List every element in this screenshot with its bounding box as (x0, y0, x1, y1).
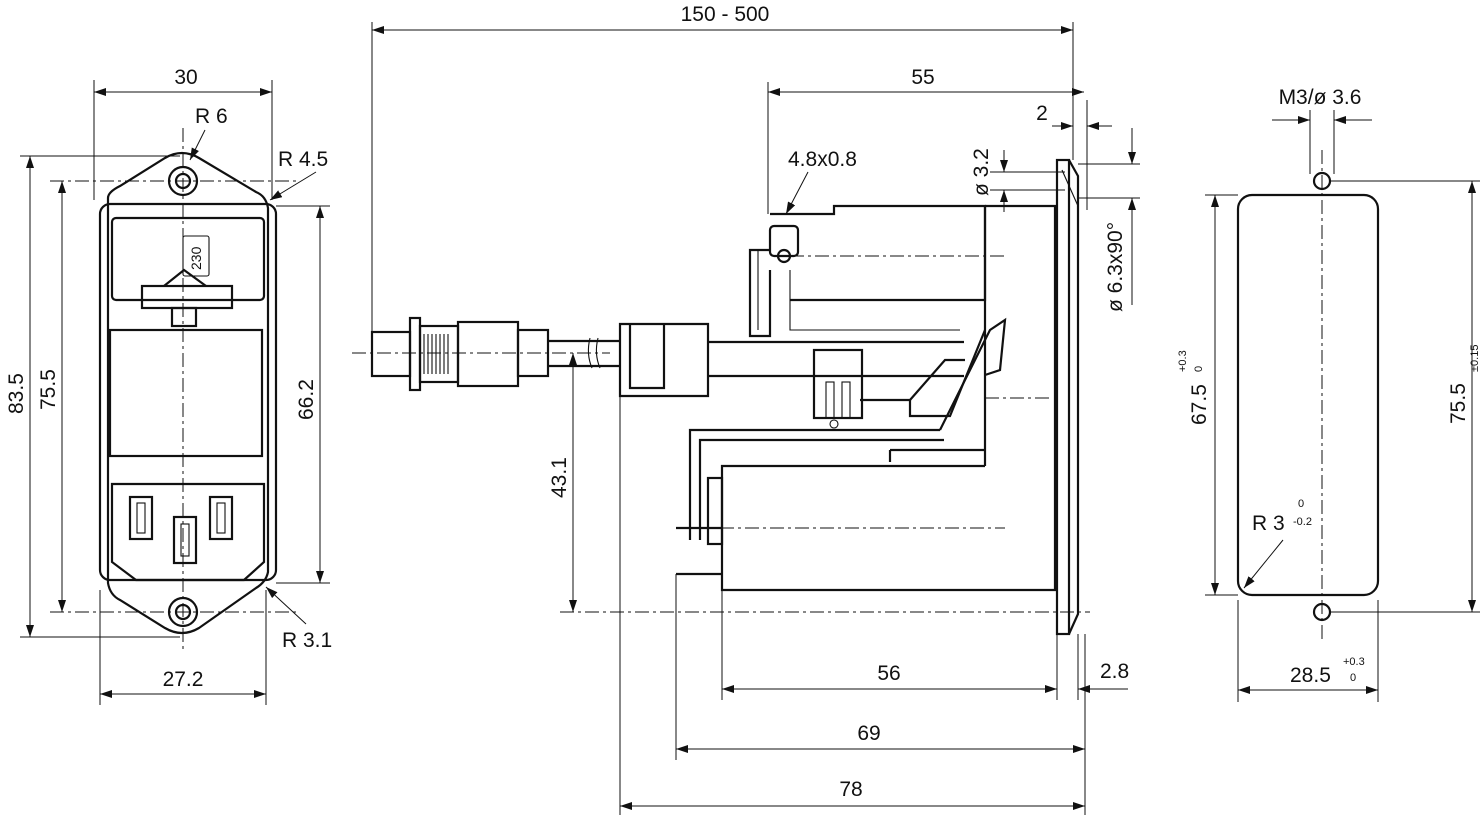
dim-cutout-height-tol-lower: 0 (1193, 366, 1205, 372)
dim-r45: R 4.5 (278, 148, 328, 171)
dim-r6: R 6 (195, 105, 228, 128)
cable-plug (370, 330, 412, 378)
dim-thick-28: 2.8 (1100, 660, 1129, 683)
dim-cutout-radius: R 3 (1252, 512, 1285, 535)
dim-r31: R 3.1 (282, 629, 332, 652)
front-view: 230 30 R 6 R 4.5 R 3.1 83.5 (5, 66, 332, 705)
dim-cutout-width: 28.5 (1290, 664, 1331, 687)
iec-inlet (110, 482, 266, 582)
dim-depth-56: 56 (877, 662, 900, 685)
dim-tab-size: 4.8x0.8 (788, 148, 857, 171)
panel-flange (1055, 158, 1071, 636)
dim-flange-2: 2 (1036, 102, 1048, 125)
dim-cutout-thread: M3/ø 3.6 (1279, 86, 1362, 109)
housing-connector (618, 322, 710, 398)
dim-cutout-radius-tol-upper: 0 (1298, 498, 1304, 510)
dim-front-width: 30 (174, 66, 197, 89)
dim-height-431: 43.1 (548, 457, 571, 498)
panel-cutout (1236, 193, 1380, 597)
dim-cutout-width-tol-upper: +0.3 (1343, 656, 1365, 668)
panel-cutout-view: M3/ø 3.6 67.5 +0.3 0 75.5 ±0.15 R 3 0 -0… (1177, 86, 1481, 702)
power-switch (108, 328, 264, 458)
inner-terminal (812, 348, 864, 420)
filter-body (720, 204, 1057, 592)
dim-body-height: 66.2 (295, 379, 318, 420)
dim-cable-length: 150 - 500 (681, 3, 770, 26)
inlet-pin-right (208, 495, 234, 541)
dim-cutout-radius-tol-lower: -0.2 (1293, 516, 1312, 528)
dim-cutout-width-tol-lower: 0 (1350, 672, 1356, 684)
dim-cutout-height-tol-upper: +0.3 (1177, 350, 1189, 372)
dim-dia-32: ø 3.2 (970, 148, 993, 196)
side-view: 150 - 500 55 2 4.8x0.8 ø 3.2 ø 6.3x90° 4… (352, 3, 1140, 815)
fuse-drawer-latch (140, 284, 234, 310)
fuse-drawer (110, 216, 266, 302)
dim-dia-63: ø 6.3x90° (1104, 222, 1127, 312)
dim-cutout-holes-tol: ±0.15 (1469, 345, 1481, 372)
faston-tab (770, 204, 987, 302)
dim-cutout-height: 67.5 (1188, 384, 1211, 425)
dim-depth-69: 69 (857, 722, 880, 745)
dim-front-height: 83.5 (5, 373, 28, 414)
front-flange-outline (106, 151, 270, 635)
dim-depth-78: 78 (839, 778, 862, 801)
inlet-pin-earth (172, 515, 198, 565)
dim-cutout-holes: 75.5 (1447, 383, 1470, 424)
fuse-voltage-label: 230 (188, 246, 204, 270)
dim-hole-spacing: 75.5 (37, 369, 60, 410)
dim-depth-55: 55 (911, 66, 934, 89)
dim-bottom-width: 27.2 (163, 668, 204, 691)
inlet-pin-left (128, 495, 154, 541)
